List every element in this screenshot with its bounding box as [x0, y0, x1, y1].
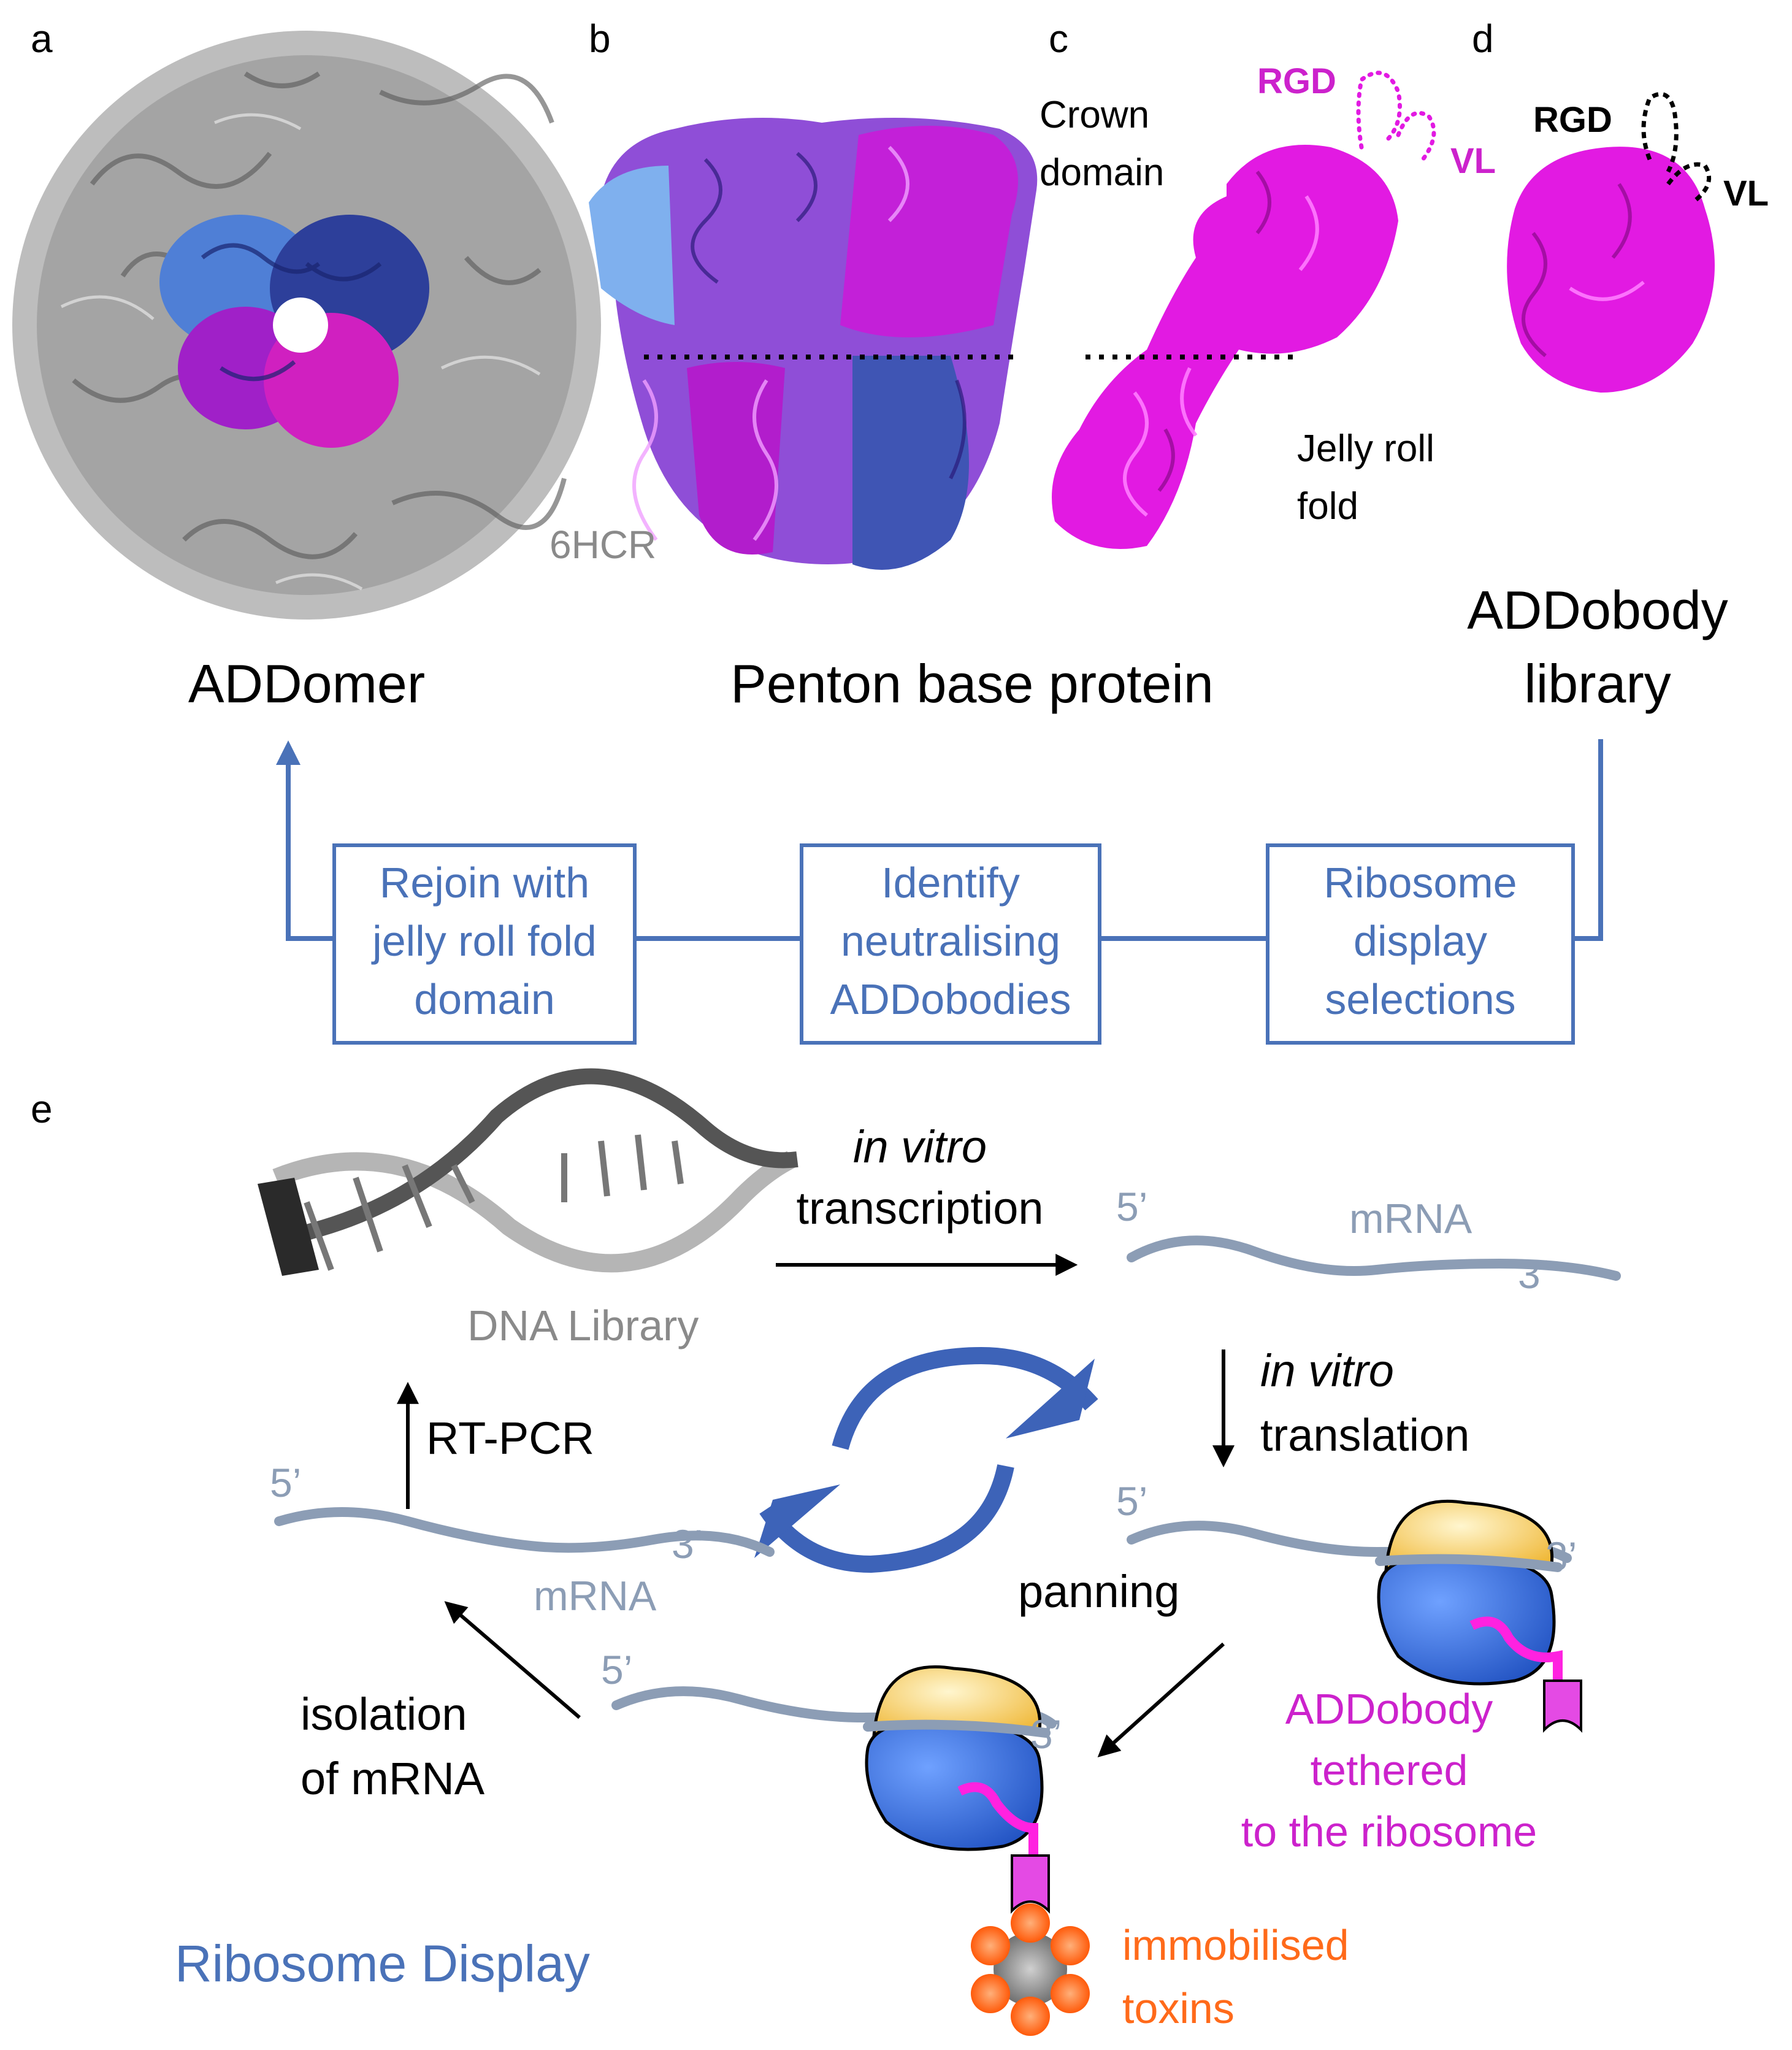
crown-domain-label-line2: domain [1040, 152, 1164, 194]
isolation-arrow [444, 1601, 581, 1719]
workflow-box-identify-line3: ADDobodies [830, 975, 1071, 1023]
jelly-roll-label-line1: Jelly roll [1297, 428, 1434, 470]
dna-helix-image [258, 1068, 798, 1276]
pdb-code-label: 6HCR [549, 523, 656, 567]
panel-label-b: b [589, 17, 611, 61]
addomer-structure-image [12, 31, 601, 620]
isolation-label-line1: isolation [301, 1689, 467, 1740]
mrna-strand-top [1127, 1235, 1621, 1281]
crown-domain-label-line1: Crown [1040, 94, 1149, 136]
vl-label-d: VL [1723, 174, 1769, 213]
workflow-box-ribosome-line2: display [1354, 917, 1487, 965]
workflow-connectors [276, 739, 1603, 941]
mrna-left-3prime: 3’ [672, 1521, 703, 1567]
workflow-box-rejoin-line2: jelly roll fold [371, 917, 597, 965]
immobilised-toxins-label-line1: immobilised [1122, 1921, 1349, 1969]
panel-label-c: c [1049, 17, 1068, 61]
ribosome-display-title: Ribosome Display [175, 1935, 590, 1992]
penton-monomer-structure-image [1052, 71, 1436, 549]
mrna-left-5prime: 5’ [270, 1460, 301, 1505]
panning-label: panning [1018, 1566, 1179, 1617]
in-vitro-transcription-label-italic: in vitro [853, 1121, 987, 1172]
dna-library-label: DNA Library [467, 1302, 699, 1349]
panel-label-a: a [31, 17, 53, 61]
workflow-box-identify-line1: Identify [881, 859, 1020, 907]
mrna-strand-left [274, 1507, 775, 1557]
translation-label: translation [1260, 1410, 1469, 1461]
complex-right-5prime: 5’ [1116, 1478, 1147, 1524]
in-vitro-translation-label-italic: in vitro [1260, 1345, 1394, 1396]
penton-base-title: Penton base protein [730, 653, 1214, 714]
transcription-label: transcription [796, 1183, 1043, 1234]
complex-right-3prime: 3’ [1545, 1534, 1577, 1579]
complex-bottom-3prime: 3’ [1030, 1711, 1062, 1757]
workflow-box-identify: Identify neutralising ADDobodies [800, 843, 1101, 1045]
immobilised-toxins-label-line2: toxins [1122, 1984, 1235, 2032]
addobody-tethered-label-line1: ADDobody [1285, 1685, 1493, 1733]
ribosome-complex-bottom [611, 1665, 1057, 1914]
panel-label-d: d [1472, 17, 1494, 61]
jelly-roll-label-line2: fold [1297, 485, 1358, 528]
addobody-tethered-label-line2: tethered [1311, 1746, 1468, 1794]
penton-base-structure-image [589, 118, 1038, 570]
ribosome-complex-right [1127, 1499, 1582, 1733]
addobody-structure-image [1507, 91, 1715, 393]
complex-bottom-5prime: 5’ [601, 1647, 632, 1692]
immobilised-toxins-icon [971, 1903, 1090, 2036]
addobody-library-title-line2: library [1524, 653, 1671, 714]
workflow-box-rejoin-line3: domain [414, 975, 555, 1023]
workflow-box-ribosome-display: Ribosome display selections [1266, 843, 1575, 1045]
workflow-box-identify-line2: neutralising [841, 917, 1060, 965]
addobody-library-title-line1: ADDobody [1467, 580, 1728, 640]
workflow-box-rejoin-line1: Rejoin with [380, 859, 589, 907]
isolation-label-line2: of mRNA [301, 1753, 485, 1804]
mrna-top-5prime: 5’ [1116, 1184, 1147, 1229]
vl-label-c: VL [1450, 141, 1496, 181]
panning-arrow [1097, 1642, 1225, 1757]
addobody-tethered-label-line3: to the ribosome [1241, 1808, 1537, 1856]
cycle-arrows-icon [754, 1346, 1098, 1573]
mrna-top-label: mRNA [1349, 1196, 1472, 1242]
workflow-box-ribosome-line3: selections [1325, 975, 1515, 1023]
rgd-label-c: RGD [1257, 61, 1336, 101]
workflow-box-ribosome-line1: Ribosome [1323, 859, 1517, 907]
panel-label-e: e [31, 1087, 53, 1131]
addomer-title: ADDomer [188, 653, 425, 714]
workflow-box-rejoin: Rejoin with jelly roll fold domain [332, 843, 637, 1045]
mrna-top-3prime: 3’ [1518, 1251, 1549, 1297]
rt-pcr-label: RT-PCR [426, 1413, 594, 1464]
mrna-left-label: mRNA [534, 1573, 657, 1619]
rgd-label-d: RGD [1533, 100, 1612, 140]
